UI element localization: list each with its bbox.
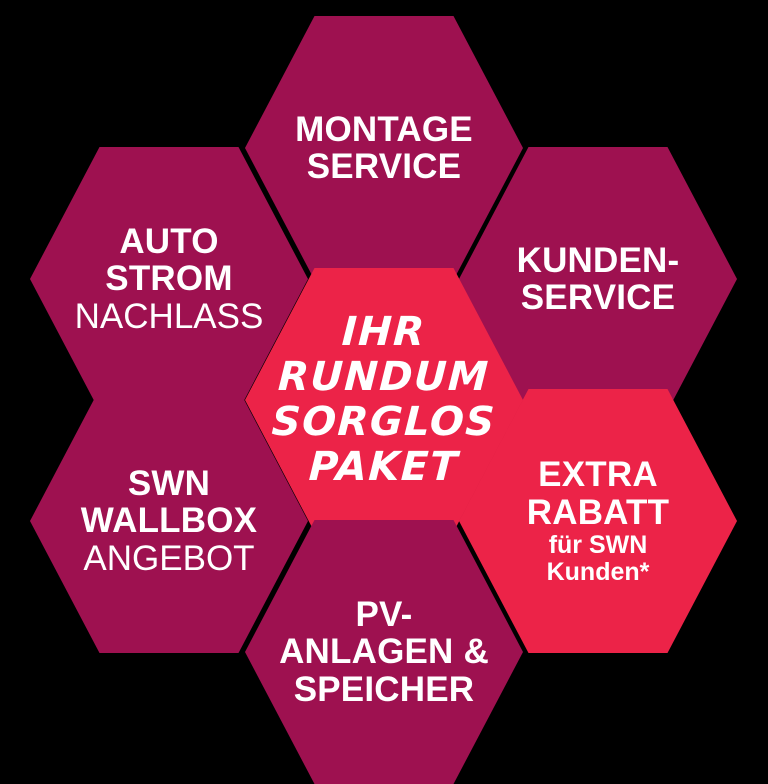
pv-line-2: ANLAGEN & [279, 632, 489, 672]
pv-line-1: PV- [355, 595, 413, 635]
hexagon-infographic: MONTAGE SERVICE AUTO STROM NACHLASS KUND… [30, 16, 737, 784]
auto-strom-line-3: NACHLASS [74, 296, 264, 336]
hex-rundum-sorglos-label: IHR RUNDUM SORGLOS PAKET [267, 309, 501, 490]
wallbox-line-3: ANGEBOT [83, 538, 255, 578]
hex-swn-wallbox-label: SWN WALLBOX ANGEBOT [63, 465, 274, 576]
kunden-service-line-2: SERVICE [520, 278, 676, 317]
wallbox-line-2: WALLBOX [80, 501, 258, 541]
hex-montage-service[interactable]: MONTAGE SERVICE [245, 16, 523, 280]
pv-line-3: SPEICHER [293, 669, 475, 709]
hex-auto-strom-label: AUTO STROM NACHLASS [63, 223, 274, 334]
montage-line-1: MONTAGE [295, 109, 473, 149]
kunden-service-line-1: KUNDEN- [516, 240, 680, 280]
sorglos-line-4: PAKET [307, 443, 461, 490]
auto-strom-line-2: STROM [105, 259, 233, 299]
hex-swn-wallbox-angebot[interactable]: SWN WALLBOX ANGEBOT [30, 389, 308, 653]
hex-kunden-service-label: KUNDEN- SERVICE [492, 242, 703, 316]
hex-extra-rabatt-label: EXTRA RABATT für SWN Kunden* [492, 456, 703, 585]
hex-pv-anlagen-speicher[interactable]: PV- ANLAGEN & SPEICHER [245, 520, 523, 784]
rabatt-line-1: EXTRA [538, 455, 658, 495]
montage-line-2: SERVICE [306, 147, 462, 186]
rabatt-line-3: für SWN [548, 530, 648, 559]
rabatt-line-4: Kunden* [546, 558, 650, 587]
sorglos-line-1: IHR [340, 309, 428, 356]
wallbox-line-1: SWN [127, 464, 211, 504]
rabatt-line-2: RABATT [526, 492, 670, 532]
sorglos-line-2: RUNDUM [277, 354, 491, 401]
auto-strom-line-1: AUTO [119, 222, 219, 262]
hex-auto-strom-nachlass[interactable]: AUTO STROM NACHLASS [30, 147, 308, 411]
hex-montage-service-label: MONTAGE SERVICE [278, 111, 489, 185]
sorglos-line-3: SORGLOS [270, 399, 498, 445]
hex-pv-anlagen-label: PV- ANLAGEN & SPEICHER [278, 596, 489, 707]
